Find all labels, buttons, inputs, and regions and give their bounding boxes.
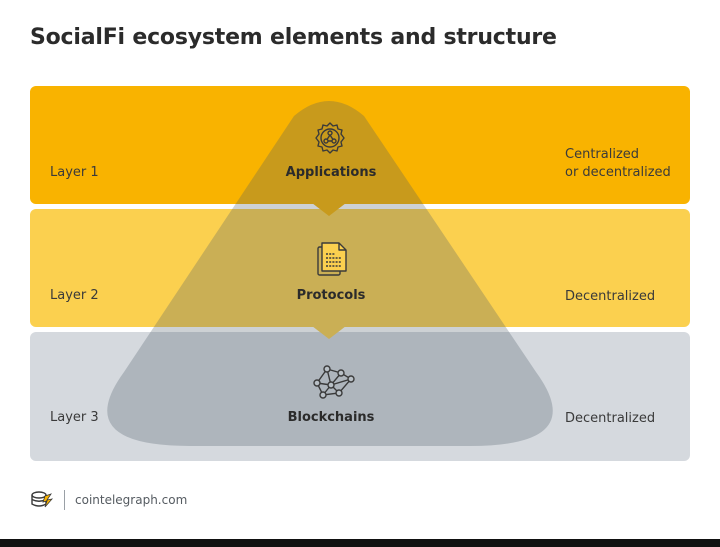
layer-type-1: Centralized or decentralized — [565, 146, 671, 182]
layer-type-2: Decentralized — [565, 288, 655, 306]
layer-type-1-line-1: Centralized — [565, 147, 640, 162]
layer-label-1: Layer 1 — [50, 165, 99, 180]
layer-label-3: Layer 3 — [50, 410, 99, 425]
layer-type-1-line-2: or decentralized — [565, 165, 671, 180]
band-notch-1 — [312, 203, 346, 216]
pyramid-shape — [107, 101, 553, 446]
footer-source: cointelegraph.com — [75, 493, 188, 507]
document-stack-icon — [317, 242, 347, 276]
layer-name-blockchains: Blockchains — [287, 410, 375, 425]
layer-type-3: Decentralized — [565, 410, 655, 428]
bottom-bar — [0, 539, 720, 547]
footer-divider — [64, 490, 65, 510]
layer-type-2-line-1: Decentralized — [565, 289, 656, 304]
layer-label-2: Layer 2 — [50, 288, 99, 303]
gear-network-icon — [315, 122, 345, 154]
node-network-icon — [313, 365, 355, 399]
layer-type-3-line-1: Decentralized — [565, 411, 656, 426]
layer-band-protocols — [30, 209, 690, 327]
layer-name-applications: Applications — [285, 165, 377, 180]
page-title: SocialFi ecosystem elements and structur… — [30, 25, 557, 50]
layer-band-blockchains — [30, 332, 690, 461]
cointelegraph-logo-icon — [31, 491, 54, 508]
layer-name-protocols: Protocols — [296, 288, 366, 303]
band-notch-2 — [312, 326, 346, 339]
layer-band-applications — [30, 86, 690, 204]
footer: cointelegraph.com — [30, 490, 187, 510]
